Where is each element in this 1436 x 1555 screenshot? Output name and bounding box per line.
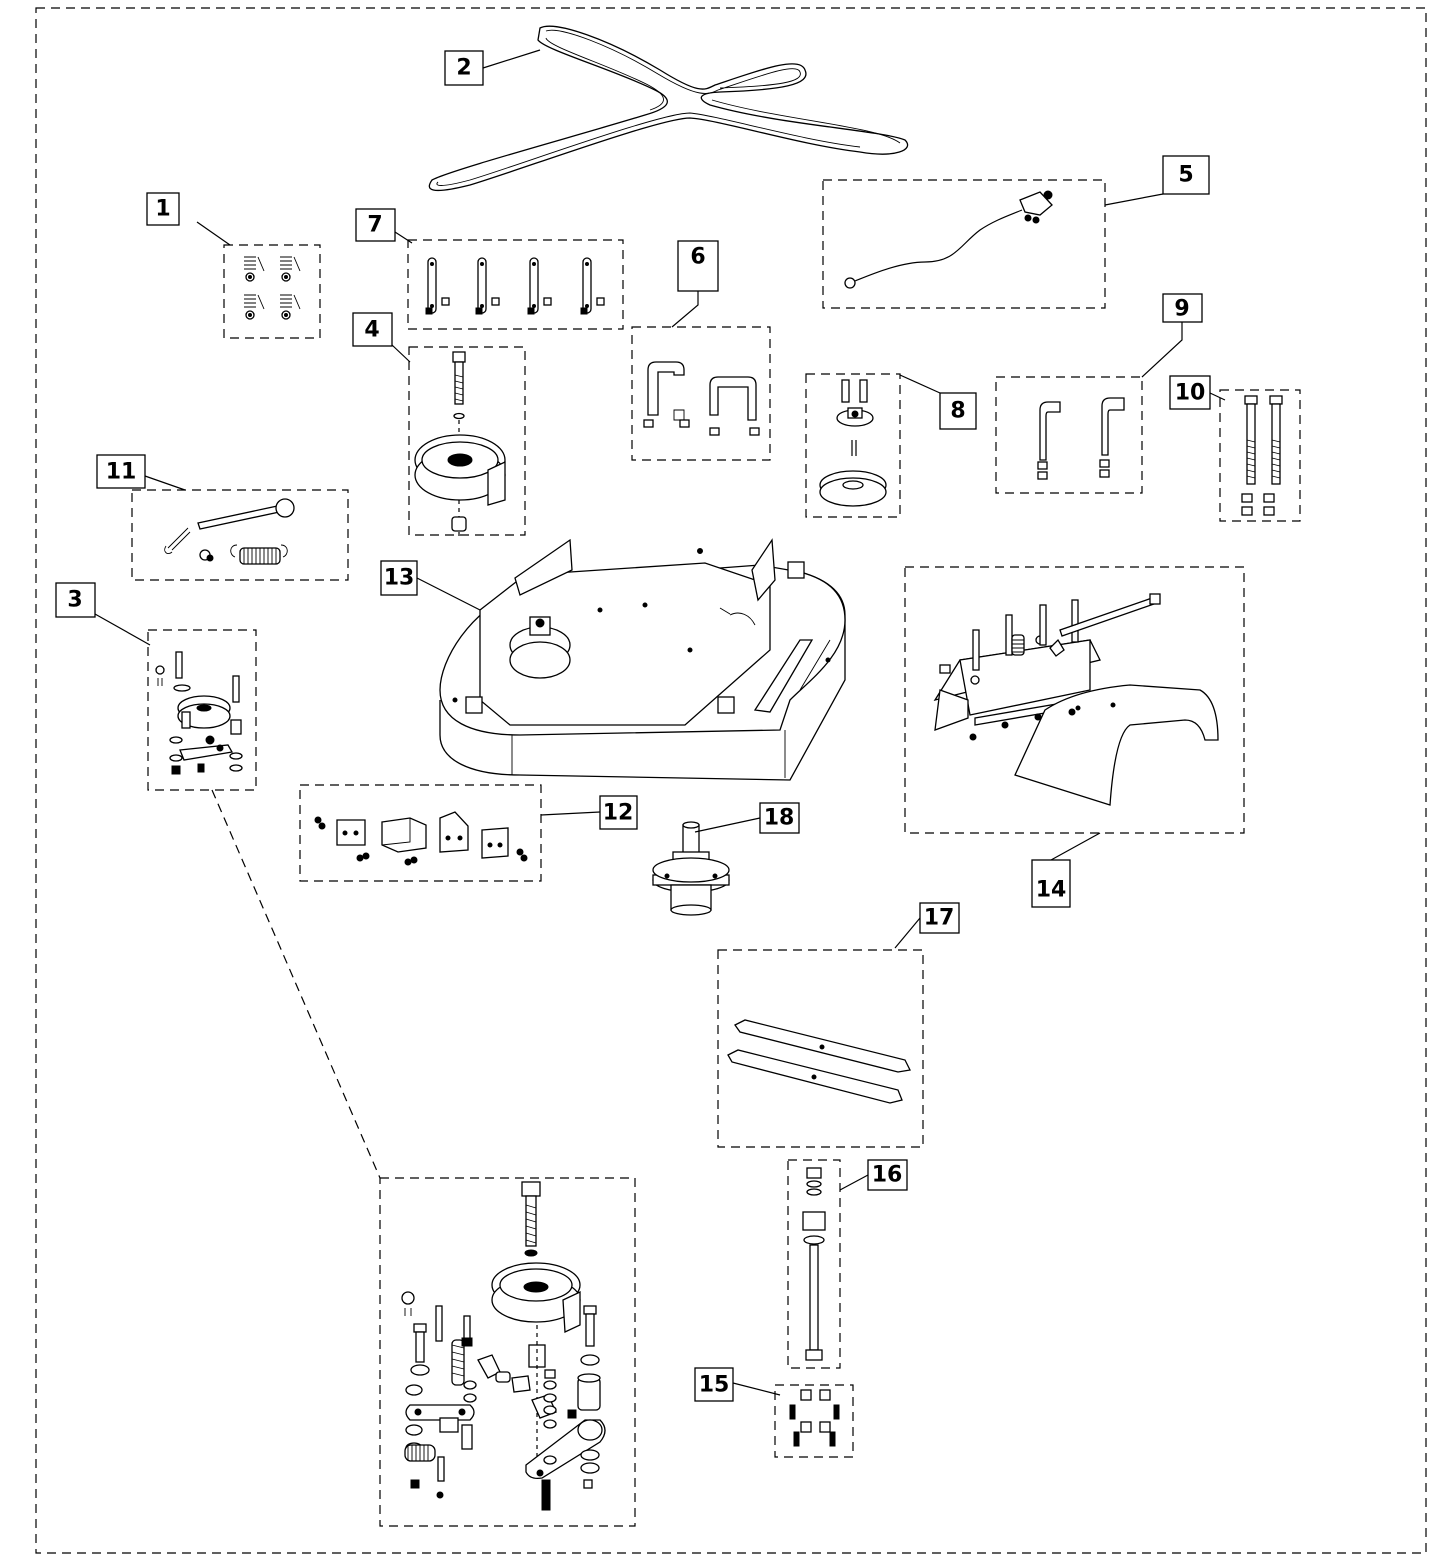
callout-11-label: 11: [106, 460, 137, 485]
box-part-14: [904, 566, 1245, 834]
callout-8: 8: [939, 392, 977, 430]
box-part-16: [787, 1159, 841, 1369]
box-part-6: [631, 326, 771, 461]
box-part-11: [131, 489, 349, 581]
callout-16: 16: [867, 1159, 908, 1191]
detail-lead-line: [211, 789, 381, 1179]
part-blade-bolt: [802, 1167, 826, 1361]
part-long-bolts: [1241, 395, 1283, 516]
part-spindle-pulley: [819, 379, 887, 507]
part-rod-spring: [164, 498, 295, 565]
callout-9: 9: [1162, 293, 1203, 323]
box-part-17: [717, 949, 924, 1148]
box-part-7: [407, 239, 624, 330]
callout-2: 2: [444, 50, 484, 86]
box-part-5: [822, 179, 1106, 309]
callout-14: 14: [1031, 859, 1071, 908]
callout-6: 6: [677, 240, 719, 292]
part-mounting-plates: [314, 811, 528, 866]
part-idler-assembly-small: [155, 651, 243, 775]
callout-13: 13: [380, 560, 418, 596]
callout-6-label: 6: [690, 245, 705, 270]
callout-12: 12: [599, 795, 638, 830]
callout-4: 4: [352, 312, 393, 347]
callout-17: 17: [919, 902, 960, 934]
box-part-8: [805, 373, 901, 518]
callout-15: 15: [694, 1367, 734, 1402]
callout-17-label: 17: [924, 906, 955, 931]
box-part-3: [147, 629, 257, 791]
callout-5-label: 5: [1178, 163, 1193, 188]
part-mower-deck: [439, 538, 846, 781]
callout-16-label: 16: [872, 1163, 903, 1188]
part-j-bolts: [1037, 397, 1125, 480]
box-part-12: [299, 784, 542, 882]
callout-11: 11: [96, 454, 146, 489]
part-hardware: [789, 1389, 840, 1447]
part-discharge-chute: [933, 593, 1219, 806]
box-detail-3: [379, 1177, 636, 1527]
callout-4-label: 4: [364, 318, 379, 343]
box-part-10: [1219, 389, 1301, 522]
part-brackets: [425, 257, 605, 315]
callout-12-label: 12: [603, 801, 634, 826]
callout-14-label: 14: [1036, 878, 1067, 903]
callout-18-label: 18: [764, 806, 795, 831]
callout-1: 1: [146, 192, 180, 226]
callout-3: 3: [55, 582, 96, 618]
callout-8-label: 8: [950, 399, 965, 424]
callout-18: 18: [759, 802, 800, 834]
box-part-4: [408, 346, 526, 536]
callout-1-label: 1: [155, 197, 170, 222]
callout-7-label: 7: [367, 213, 382, 238]
part-u-bolts: [643, 361, 760, 436]
page-border: [35, 7, 1427, 1554]
part-belt: [428, 25, 909, 192]
part-idler-pulley: [414, 351, 506, 540]
callout-13-label: 13: [384, 566, 415, 591]
callout-3-label: 3: [67, 588, 82, 613]
box-part-15: [774, 1384, 854, 1458]
part-fastener-kit: [244, 256, 301, 320]
callout-10-label: 10: [1175, 381, 1206, 406]
part-spindle-housing: [652, 821, 730, 916]
leader-lines: [94, 49, 1226, 1396]
callout-5: 5: [1162, 155, 1210, 195]
part-blades: [727, 1019, 911, 1104]
callout-2-label: 2: [456, 56, 471, 81]
part-cable: [844, 190, 1053, 289]
box-part-9: [995, 376, 1143, 494]
callout-15-label: 15: [699, 1373, 730, 1398]
callout-7: 7: [355, 208, 396, 242]
box-part-1: [223, 244, 321, 339]
callout-10: 10: [1169, 375, 1211, 410]
callout-9-label: 9: [1174, 297, 1189, 322]
part-idler-assembly-detail: [401, 1181, 606, 1511]
